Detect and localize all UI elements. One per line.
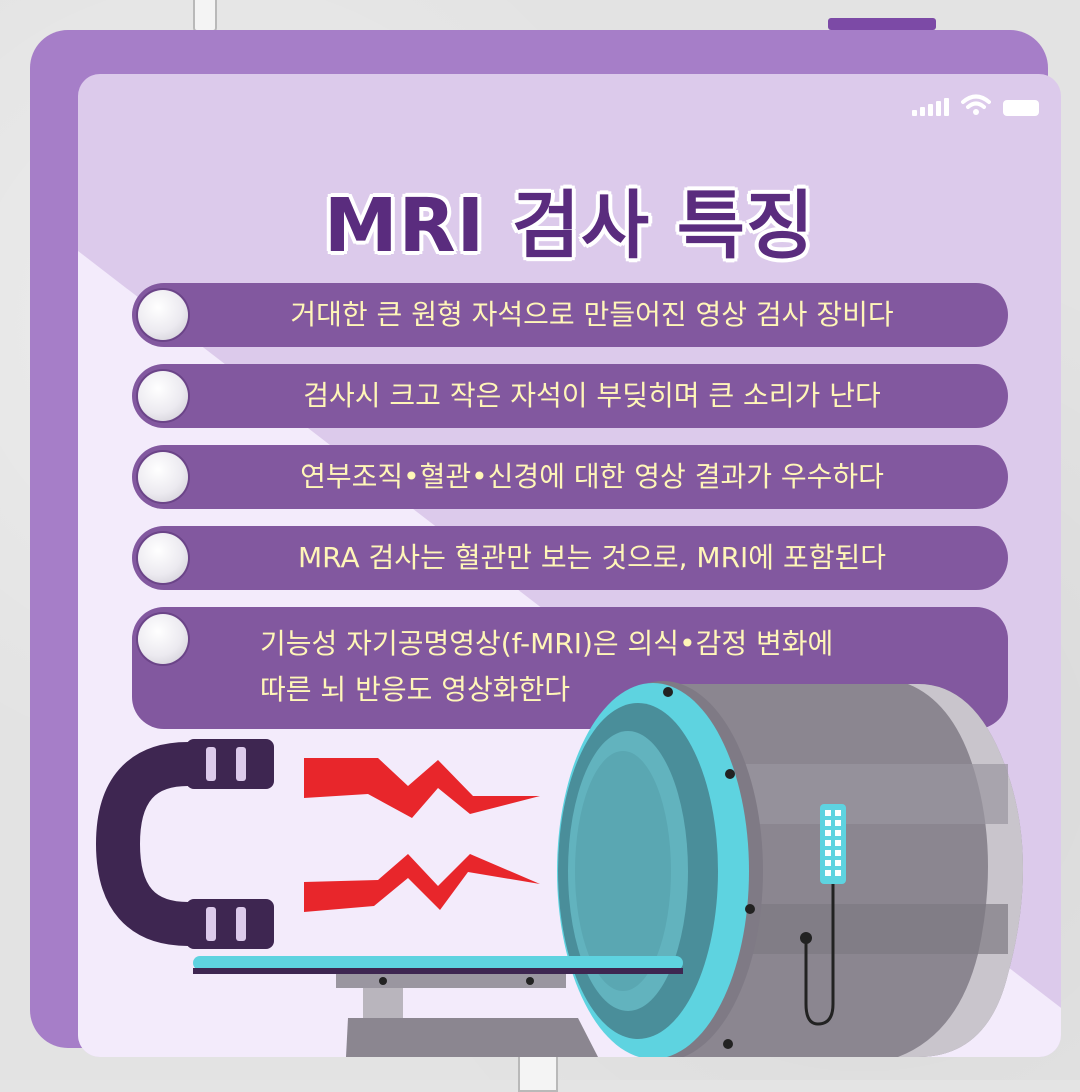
mri-scanner-icon: [193, 681, 1023, 1057]
wifi-icon: [961, 94, 991, 115]
phone-top-button: [828, 18, 936, 30]
list-item: 검사시 크고 작은 자석이 부딪히며 큰 소리가 난다: [132, 364, 1008, 428]
page-title: MRI 검사 특징: [324, 183, 815, 269]
status-bar: [912, 94, 1039, 116]
signal-icon: [912, 98, 949, 116]
list-item-text: 연부조직•혈관•신경에 대한 영상 결과가 우수하다: [300, 460, 884, 493]
lightning-icon: [304, 854, 540, 912]
list-item-text: MRA 검사는 혈관만 보는 것으로, MRI에 포함된다: [298, 541, 886, 574]
list-item: 연부조직•혈관•신경에 대한 영상 결과가 우수하다: [132, 445, 1008, 509]
list-item-text: 검사시 크고 작은 자석이 부딪히며 큰 소리가 난다: [303, 379, 881, 412]
bullet-dot: [138, 614, 188, 664]
top-cable-plug: [193, 0, 217, 32]
list-item-line-1: 기능성 자기공명영상(f-MRI)은 의식•감정 변화에: [260, 627, 834, 660]
phone-frame: MRI 검사 특징 거대한 큰 원형 자석으로 만들어진 영상 검사 장비다 검…: [30, 18, 1061, 1057]
lightning-icon: [304, 758, 540, 818]
magnet-icon: [95, 739, 274, 949]
list-item-text: 거대한 큰 원형 자석으로 만들어진 영상 검사 장비다: [290, 298, 894, 331]
phone-screen: MRI 검사 특징 거대한 큰 원형 자석으로 만들어진 영상 검사 장비다 검…: [78, 74, 1061, 1057]
bullet-dot: [138, 533, 188, 583]
illustration: [95, 681, 1023, 1057]
bullet-dot: [138, 452, 188, 502]
battery-icon: [1003, 100, 1039, 116]
list-item-line-2: 따른 뇌 반응도 영상화한다: [260, 673, 571, 706]
list-item-text: 기능성 자기공명영상(f-MRI)은 의식•감정 변화에 따른 뇌 반응도 영상…: [260, 621, 833, 713]
list-item: 거대한 큰 원형 자석으로 만들어진 영상 검사 장비다: [132, 283, 1008, 347]
bullet-dot: [138, 290, 188, 340]
bullet-dot: [138, 371, 188, 421]
list-item: MRA 검사는 혈관만 보는 것으로, MRI에 포함된다: [132, 526, 1008, 590]
